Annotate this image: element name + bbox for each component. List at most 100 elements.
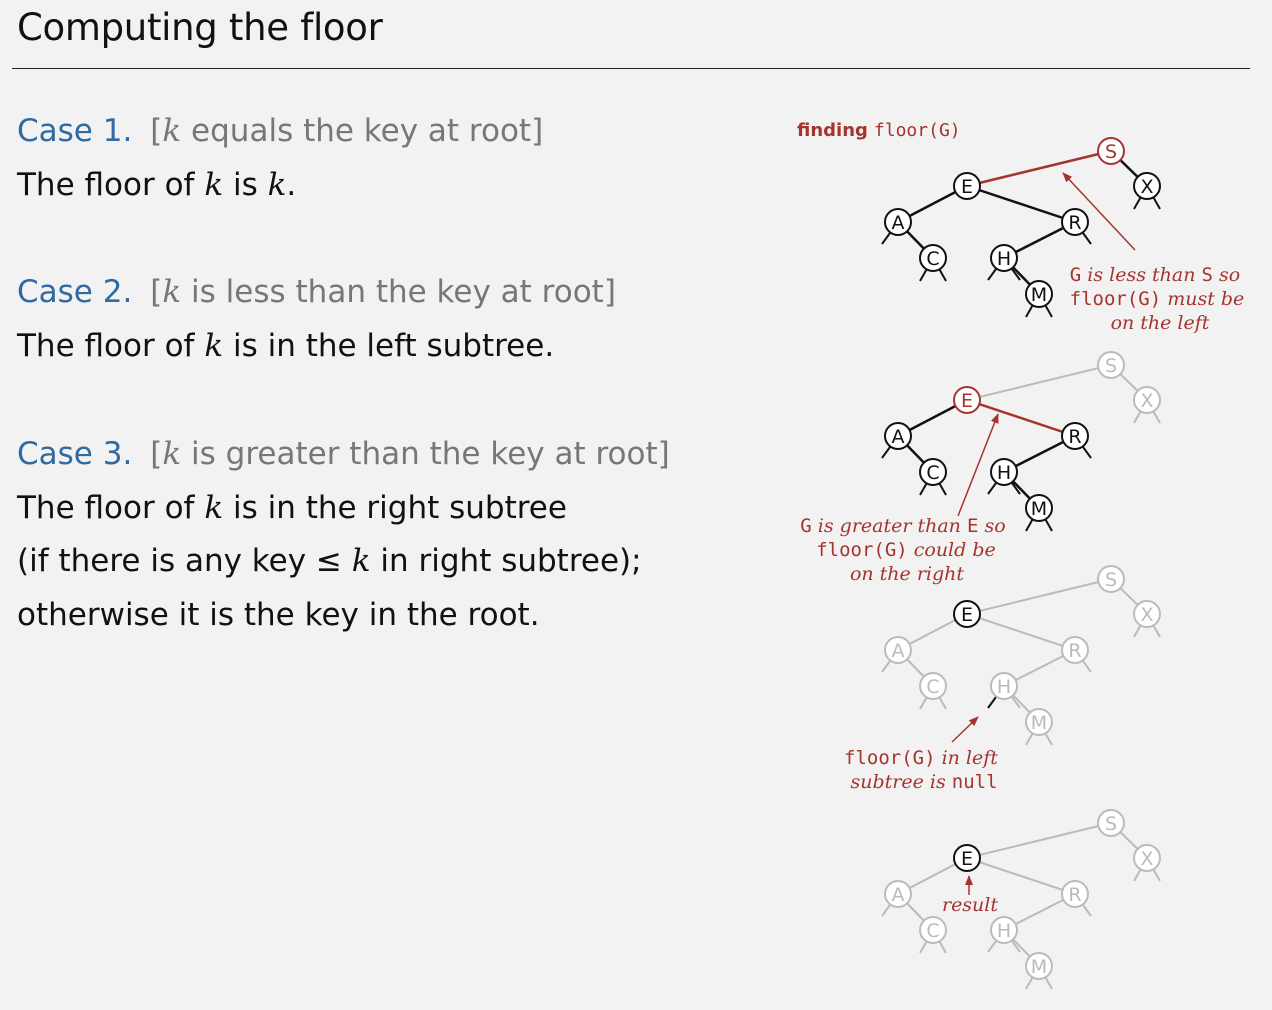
svg-text:S: S — [1105, 141, 1117, 163]
case-1-heading: Case 1. [k equals the key at root] — [17, 116, 543, 147]
edge-e-r — [966, 613, 1076, 651]
case-2-label: Case 2. — [17, 274, 133, 310]
svg-text:E: E — [961, 390, 973, 412]
node-r: R — [1061, 208, 1089, 236]
case-2-condition: [k is less than the key at root] — [150, 274, 616, 310]
node-a: A — [884, 636, 912, 664]
svg-text:X: X — [1140, 848, 1153, 870]
svg-text:X: X — [1140, 176, 1153, 198]
node-e: E — [953, 386, 981, 414]
edge-s-e — [966, 364, 1112, 401]
svg-text:H: H — [997, 920, 1011, 942]
svg-text:C: C — [926, 462, 939, 484]
svg-text:E: E — [961, 604, 973, 626]
node-x: X — [1133, 172, 1161, 200]
case-3-heading: Case 3. [k is greater than the key at roo… — [17, 439, 670, 470]
bst-panel-4: S E X A R C HM — [881, 809, 1161, 990]
page-title: Computing the floor — [17, 6, 383, 49]
svg-text:E: E — [961, 848, 973, 870]
node-m: M — [1025, 708, 1053, 736]
svg-text:A: A — [892, 884, 905, 906]
svg-text:C: C — [926, 920, 939, 942]
annotation-1-arrow — [1062, 172, 1136, 251]
svg-text:C: C — [926, 676, 939, 698]
svg-text:S: S — [1105, 569, 1117, 591]
case-3-condition: [k is greater than the key at root] — [150, 436, 670, 472]
annotation-2: G is greater than E so floor(G) could be… — [800, 515, 1011, 585]
svg-text:M: M — [1031, 712, 1047, 734]
node-h: H — [990, 672, 1018, 700]
svg-text:M: M — [1031, 498, 1047, 520]
svg-text:A: A — [892, 640, 905, 662]
node-c: C — [919, 672, 947, 700]
svg-text:M: M — [1031, 284, 1047, 306]
edge-e-r — [966, 857, 1076, 895]
svg-text:H: H — [997, 248, 1011, 270]
node-h: H — [990, 244, 1018, 272]
svg-text:R: R — [1068, 426, 1081, 448]
title-divider — [12, 68, 1250, 69]
node-r: R — [1061, 636, 1089, 664]
node-h: H — [990, 916, 1018, 944]
node-r: R — [1061, 880, 1089, 908]
node-a: A — [884, 880, 912, 908]
annotation-2-arrow — [957, 413, 999, 517]
case-3-text-line-3: otherwise it is the key in the root. — [17, 597, 540, 633]
node-x: X — [1133, 600, 1161, 628]
edge-s-e — [966, 822, 1112, 859]
node-c: C — [919, 458, 947, 486]
edge-s-e — [966, 149, 1112, 188]
svg-text:X: X — [1140, 390, 1153, 412]
node-s: S — [1097, 565, 1125, 593]
node-e: E — [953, 600, 981, 628]
node-a: A — [884, 208, 912, 236]
node-h: H — [990, 458, 1018, 486]
edge-s-e — [966, 578, 1112, 615]
node-x: X — [1133, 844, 1161, 872]
bst-panel-2: S E X A R C HM — [881, 351, 1161, 532]
svg-text:R: R — [1068, 884, 1081, 906]
svg-text:E: E — [961, 176, 973, 198]
svg-text:H: H — [997, 462, 1011, 484]
svg-text:R: R — [1068, 640, 1081, 662]
svg-text:S: S — [1105, 355, 1117, 377]
svg-text:S: S — [1105, 813, 1117, 835]
annotation-3: floor(G) in left subtree is null — [844, 747, 1004, 793]
node-e: E — [953, 844, 981, 872]
case-1-text: The floor of k is k. — [17, 167, 297, 203]
svg-text:H: H — [997, 676, 1011, 698]
node-m: M — [1025, 280, 1053, 308]
case-1-label: Case 1. — [17, 113, 133, 149]
node-s: S — [1097, 137, 1125, 165]
node-e: E — [953, 172, 981, 200]
case-3-text-line-2: (if there is any key ≤ k in right subtre… — [17, 543, 642, 579]
bst-panel-3: S E X A R C HM — [881, 565, 1161, 746]
node-m: M — [1025, 494, 1053, 522]
node-m: M — [1025, 952, 1053, 980]
case-2-text: The floor of k is in the left subtree. — [17, 328, 555, 364]
node-c: C — [919, 916, 947, 944]
bst-panel-1: S E X A R C HM — [881, 137, 1161, 318]
svg-text:M: M — [1031, 956, 1047, 978]
node-x: X — [1133, 386, 1161, 414]
svg-text:A: A — [892, 212, 905, 234]
annotation-3-arrow — [951, 716, 979, 743]
node-s: S — [1097, 809, 1125, 837]
annotation-4: result — [942, 894, 998, 916]
case-1-condition: [k equals the key at root] — [150, 113, 544, 149]
case-3-label: Case 3. — [17, 436, 133, 472]
svg-text:A: A — [892, 426, 905, 448]
node-c: C — [919, 244, 947, 272]
svg-text:X: X — [1140, 604, 1153, 626]
edge-e-r — [966, 398, 1076, 438]
case-3-text-line-1: The floor of k is in the right subtree — [17, 490, 567, 526]
annotation-1: G is less than S so floor(G) must be on … — [1070, 264, 1251, 334]
edge-e-r — [966, 184, 1076, 224]
node-s: S — [1097, 351, 1125, 379]
svg-text:C: C — [926, 248, 939, 270]
svg-text:R: R — [1068, 212, 1081, 234]
case-2-heading: Case 2. [k is less than the key at root] — [17, 277, 616, 308]
node-a: A — [884, 422, 912, 450]
